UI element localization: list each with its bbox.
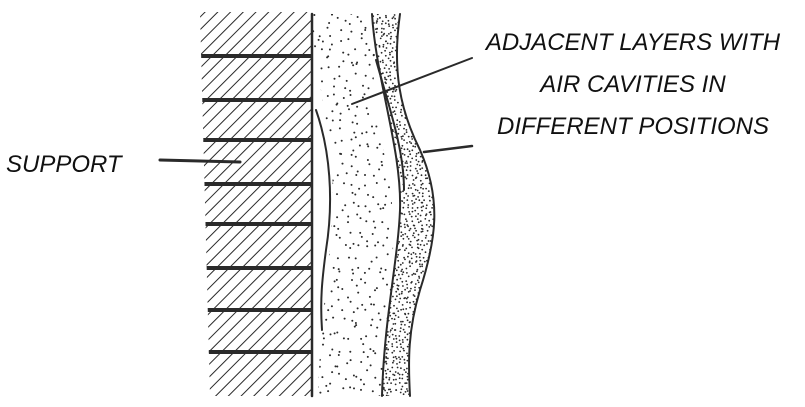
layer-one-stipple: [310, 10, 401, 407]
support-leader-line: [160, 160, 240, 162]
layers-leader-line-lower: [424, 146, 472, 152]
air-cavity-one: [316, 110, 330, 330]
layers-label-line2: AIR CAVITIES IN: [538, 71, 726, 98]
layers-label-line1: ADJACENT LAYERS WITH: [484, 29, 781, 56]
support-label: SUPPORT: [6, 151, 124, 178]
adjacent-layer-one: [310, 10, 401, 407]
layers-label-line3: DIFFERENT POSITIONS: [497, 113, 769, 140]
support-wall: [190, 0, 320, 407]
adjacent-layer-two: [369, 9, 447, 403]
layer-two-stipple: [369, 9, 447, 403]
